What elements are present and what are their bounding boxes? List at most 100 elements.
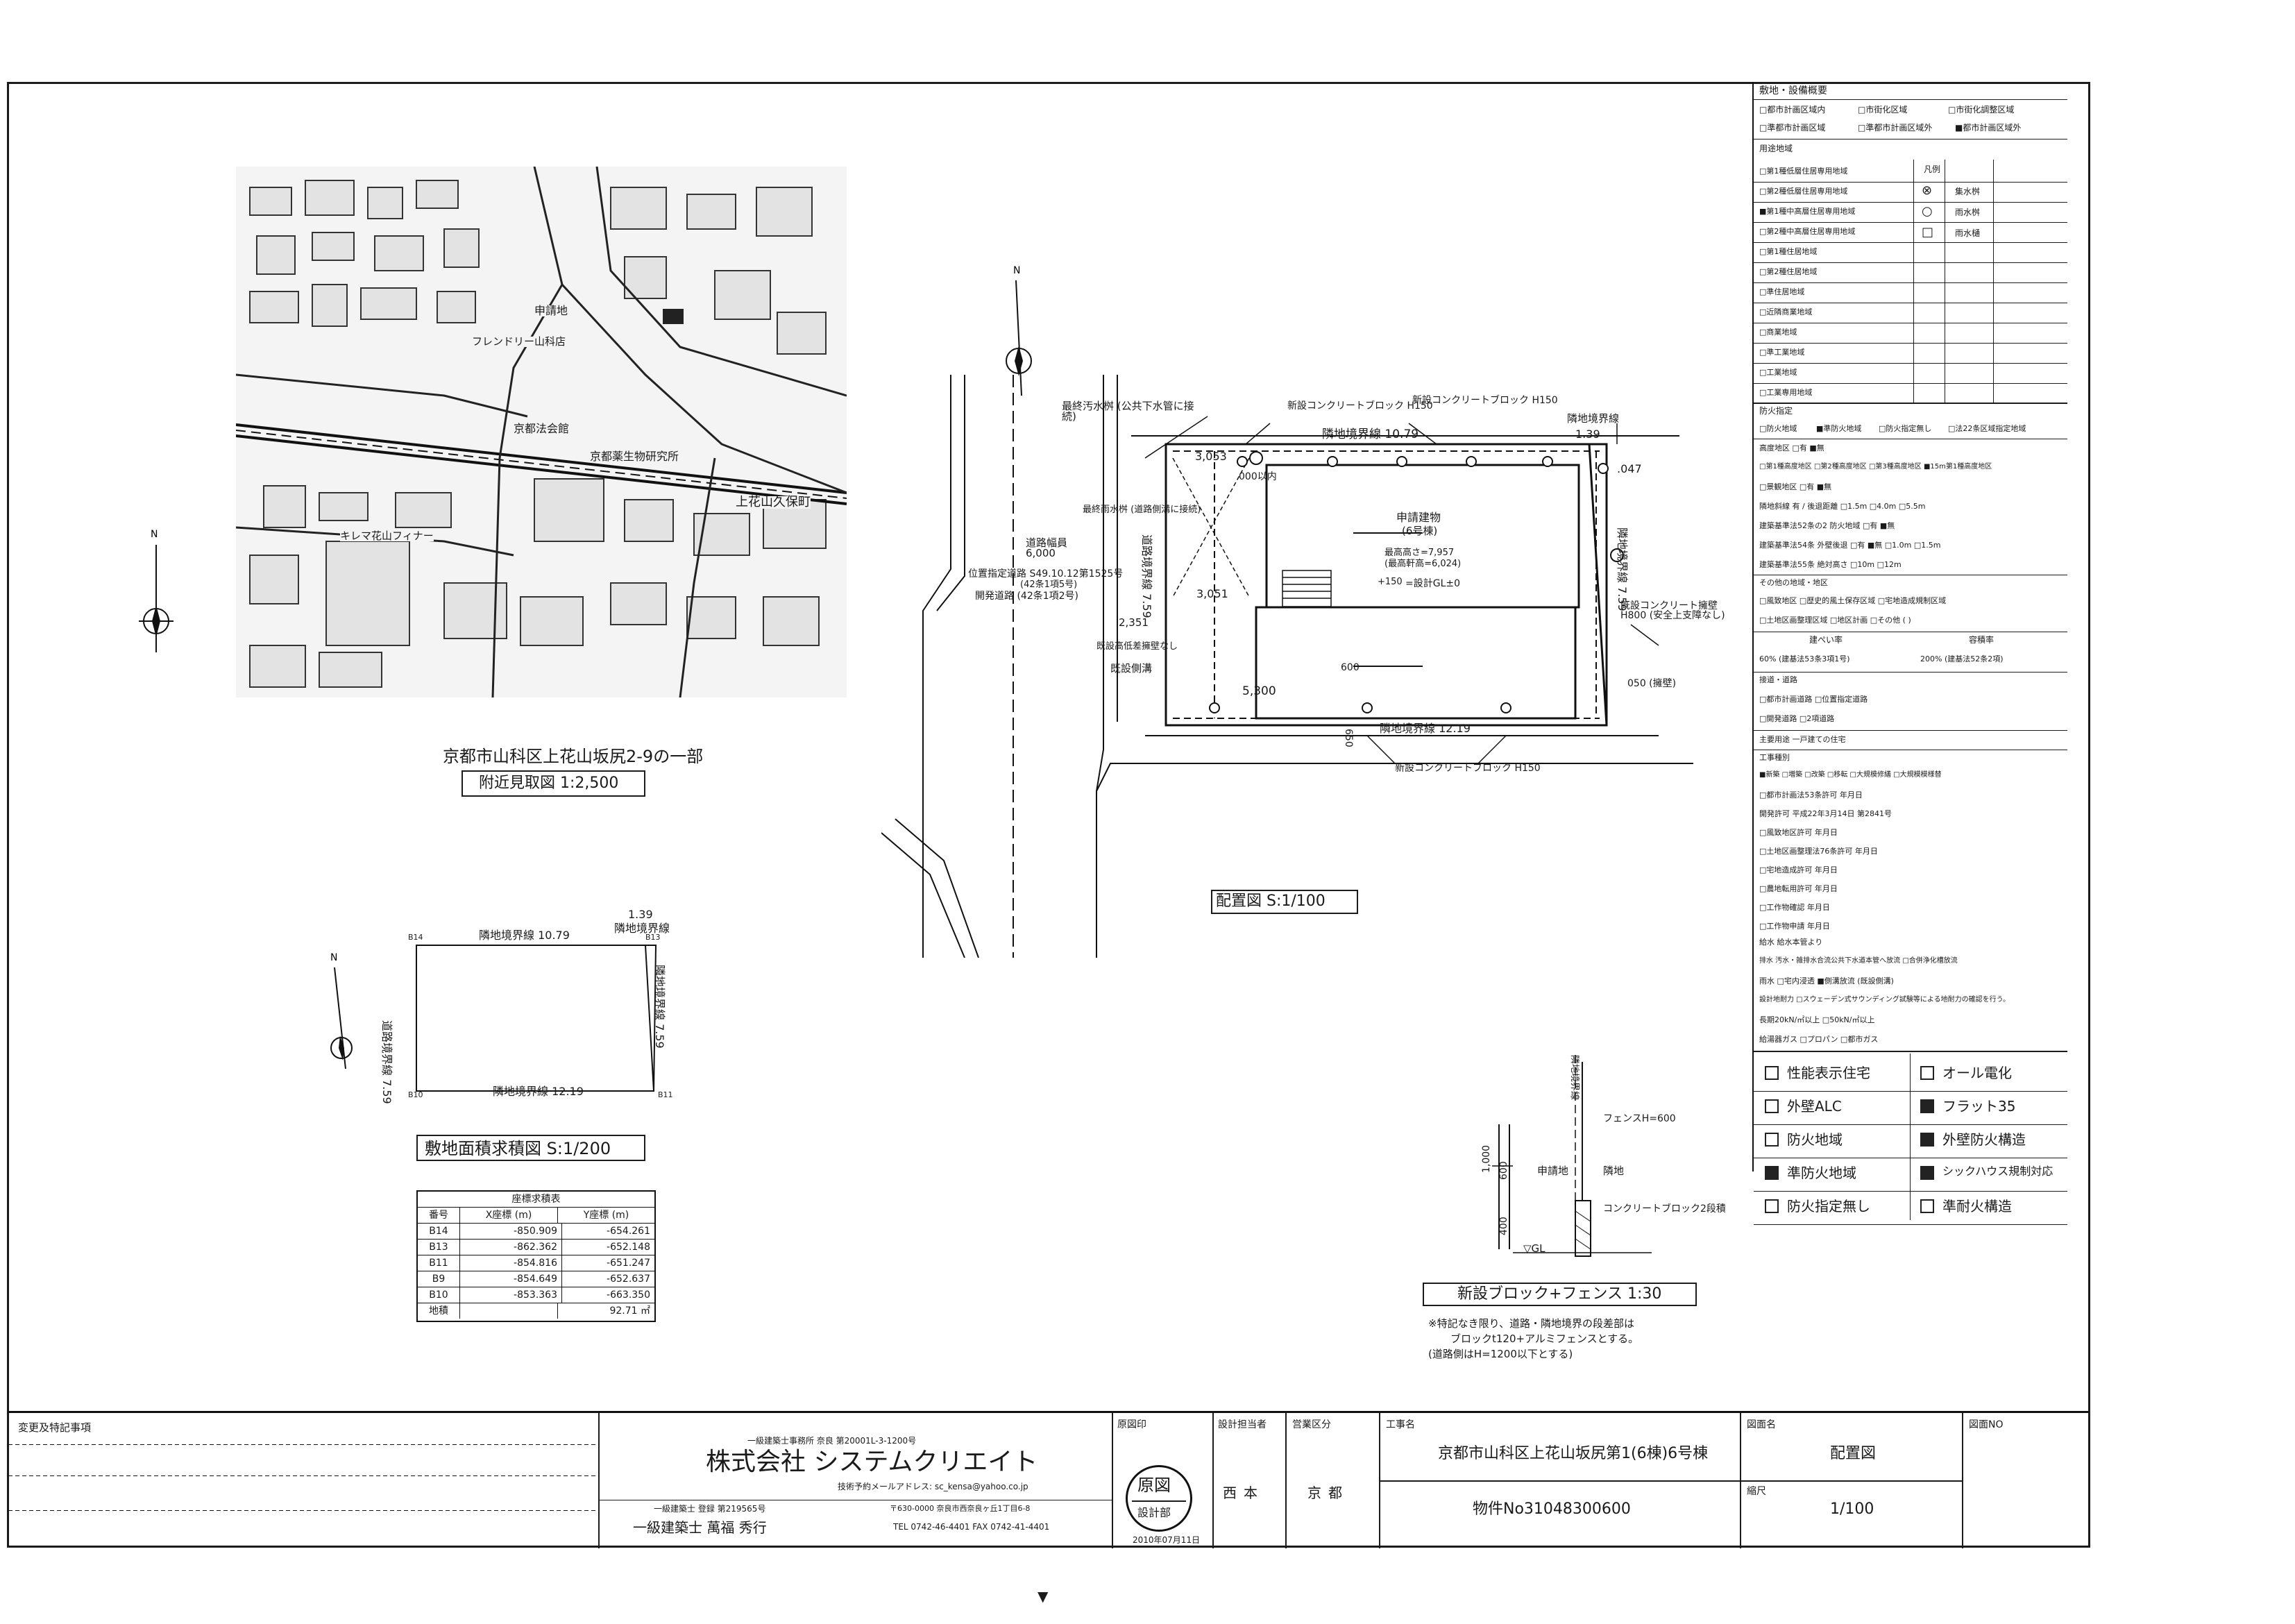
site-corner: B13 <box>645 933 661 942</box>
legend-label: 雨水樋 <box>1955 228 1981 238</box>
map-label: フレンドリー山科店 <box>472 335 566 348</box>
drawing-name: 配置図 <box>1830 1445 1877 1462</box>
feature-label: 防火地域 <box>1787 1131 1843 1148</box>
fence-note: (道路側はH=1200以下とする) <box>1428 1348 1573 1360</box>
feature-checkbox[interactable] <box>1765 1199 1779 1213</box>
plan-label: 1.39 <box>1575 428 1600 441</box>
plan-label: 申請建物 <box>1396 511 1441 524</box>
permit-item: □都市計画法53条許可 年月日 <box>1759 790 1863 800</box>
table-cell: -651.247 <box>607 1258 650 1269</box>
plan-label: 最終汚水桝 (公共下水管に接続) <box>1062 400 1194 423</box>
spec-use: 主要用途 一戸建ての住宅 <box>1759 735 1846 744</box>
spec-other: □風致地区 □歴史的風土保存区域 □宅地造成規制区域 <box>1759 596 1947 605</box>
spec-s52: 建築基準法52条の2 防火地域 □有 ■無 <box>1759 521 1895 530</box>
plan-label: 最終雨水桝 (道路側溝に接続) <box>1083 505 1201 515</box>
permit-item: □工作物確認 年月日 <box>1759 903 1830 912</box>
fence-label: 隣地 <box>1603 1165 1625 1177</box>
spec-gas: 給湯器ガス □プロパン □都市ガス <box>1759 1035 1879 1044</box>
table-row: B9-854.649-652.637 <box>418 1271 654 1287</box>
feature-checkbox[interactable] <box>1765 1166 1779 1180</box>
fence-note: ※特記なき限り、道路・隣地境界の段差部は <box>1428 1317 1634 1330</box>
spec-other: □土地区画整理区域 □地区計画 □その他 ( ) <box>1759 616 1911 625</box>
table-cell: -853.363 <box>460 1287 562 1303</box>
table-title: 座標求積表 <box>418 1192 654 1208</box>
table-footer: 地積 92.71 ㎡ <box>418 1303 654 1319</box>
permit-item: □風致地区許可 年月日 <box>1759 828 1838 837</box>
table-cell: B14 <box>418 1224 460 1239</box>
drawing-frame <box>7 82 2090 1548</box>
fence-label: 600 <box>1498 1161 1509 1180</box>
permit-item: □土地区画整理法76条許可 年月日 <box>1759 847 1878 856</box>
feature-checkbox[interactable] <box>1920 1133 1934 1147</box>
feature-checkbox[interactable] <box>1920 1099 1934 1113</box>
spec-other-header: その他の地域・地区 <box>1759 578 1828 587</box>
stamp-date: 2010年07月11日 <box>1133 1535 1201 1545</box>
feature-item: 準防火地域 <box>1765 1160 1911 1188</box>
feature-item: オール電化 <box>1920 1060 2066 1088</box>
site-corner: B14 <box>408 933 423 942</box>
feature-label: フラット35 <box>1942 1098 2016 1115</box>
table-cell: B11 <box>418 1255 460 1271</box>
table-cell: -854.816 <box>460 1255 562 1271</box>
fence-note: ブロックt120+アルミフェンスとする。 <box>1450 1333 1639 1345</box>
project-header: 工事名 <box>1386 1419 1415 1430</box>
spec-water: 給水 給水本管より <box>1759 938 1823 947</box>
spec-row: □準都市計画区域外 <box>1858 123 1933 133</box>
feature-label: 準耐火構造 <box>1942 1198 2012 1215</box>
road-item: □開発道路 □2項道路 <box>1759 714 1835 723</box>
site-label-top: 隣地境界線 10.79 <box>479 929 570 942</box>
layout-plan-drawing <box>881 347 1714 958</box>
map-label: キレマ花山フィナー <box>340 530 434 542</box>
zone-item: □第2種中高層住居専用地域 <box>1759 227 1856 236</box>
road-item: □都市計画道路 □位置指定道路 <box>1759 695 1868 704</box>
site-label-right: 隣地境界線 7.59 <box>653 965 666 1049</box>
plan-label: 隣地境界線 10.79 <box>1322 428 1419 441</box>
fire-item: □防火地域 <box>1759 424 1797 433</box>
feature-label: 外壁ALC <box>1787 1098 1842 1115</box>
fire-item: □防火指定無し <box>1879 424 1932 433</box>
spec-landscape: □景観地区 □有 ■無 <box>1759 482 1832 491</box>
spec-setback: 隣地斜線 有 / 後退距離 □1.5m □4.0m □5.5m <box>1759 502 1926 511</box>
feature-checkbox[interactable] <box>1920 1199 1934 1213</box>
zone-item: □第2種低層住居専用地域 <box>1759 187 1848 196</box>
plan-label: (最高軒高=6,024) <box>1384 559 1462 569</box>
site-label-top-right: 隣地境界線 <box>614 922 670 935</box>
map-label: 京都法会館 <box>514 422 570 435</box>
feature-checkbox[interactable] <box>1765 1066 1779 1080</box>
plan-label: 位置指定道路 S49.10.12第1525号 <box>968 568 1124 580</box>
fire-item: ■準防火地域 <box>1816 424 1862 433</box>
feature-checkbox[interactable] <box>1765 1099 1779 1113</box>
table-cell: -663.350 <box>607 1289 650 1301</box>
firm-name: 株式会社 システムクリエイト <box>706 1448 1038 1476</box>
feature-checkbox[interactable] <box>1920 1066 1934 1080</box>
scale-header: 縮尺 <box>1747 1486 1766 1497</box>
drawing-header: 図面名 <box>1747 1419 1776 1430</box>
feature-item: 外壁ALC <box>1765 1094 1911 1122</box>
plan-label: 新設コンクリートブロック H150 <box>1412 395 1558 406</box>
ratio-value: 200% (建基法52条2項) <box>1920 654 2004 663</box>
table-header: 番号 X座標 (m) Y座標 (m) <box>418 1208 654 1224</box>
spec-row: □準都市計画区域 <box>1759 123 1826 133</box>
zone-item: ■第1種中高層住居専用地域 <box>1759 207 1856 216</box>
property-number: 物件No31048300600 <box>1473 1500 1631 1518</box>
svg-text:N: N <box>151 529 158 540</box>
vicinity-map: 申請地 京都法会館 京都薬生物研究所 上花山久保町 フレンドリー山科店 キレマ花… <box>235 166 847 698</box>
layout-title: 配置図 S:1/100 <box>1216 893 1326 910</box>
legend-icon: □ <box>1922 225 1934 239</box>
permit-item: 開発許可 平成22年3月14日 第2841号 <box>1759 809 1892 818</box>
spec-row: □市街化区域 <box>1858 105 1908 115</box>
spec-s54: 建築基準法54条 外壁後退 □有 ■無 □1.0m □1.5m <box>1759 541 1941 550</box>
fence-label: 400 <box>1498 1217 1509 1235</box>
coordinate-table: 座標求積表 番号 X座標 (m) Y座標 (m) B14-850.909-654… <box>416 1190 656 1322</box>
spec-header: 敷地・設備概要 <box>1759 85 1827 96</box>
spec-rain: 雨水 □宅内浸透 ■側溝放流 (既設側溝) <box>1759 976 1894 986</box>
map-label: 上花山久保町 <box>736 495 811 509</box>
feature-checkbox[interactable] <box>1765 1133 1779 1147</box>
spec-legend-header: 凡例 <box>1924 164 1941 174</box>
table-cell: -862.362 <box>460 1240 562 1255</box>
zone-item: □工業専用地域 <box>1759 388 1813 397</box>
feature-checkbox[interactable] <box>1920 1166 1934 1180</box>
spec-height2: □第1種高度地区 □第2種高度地区 □第3種高度地区 ■15m第1種高度地区 <box>1759 463 1992 471</box>
area: 京都 <box>1307 1485 1349 1501</box>
zone-item: □工業地域 <box>1759 368 1797 377</box>
